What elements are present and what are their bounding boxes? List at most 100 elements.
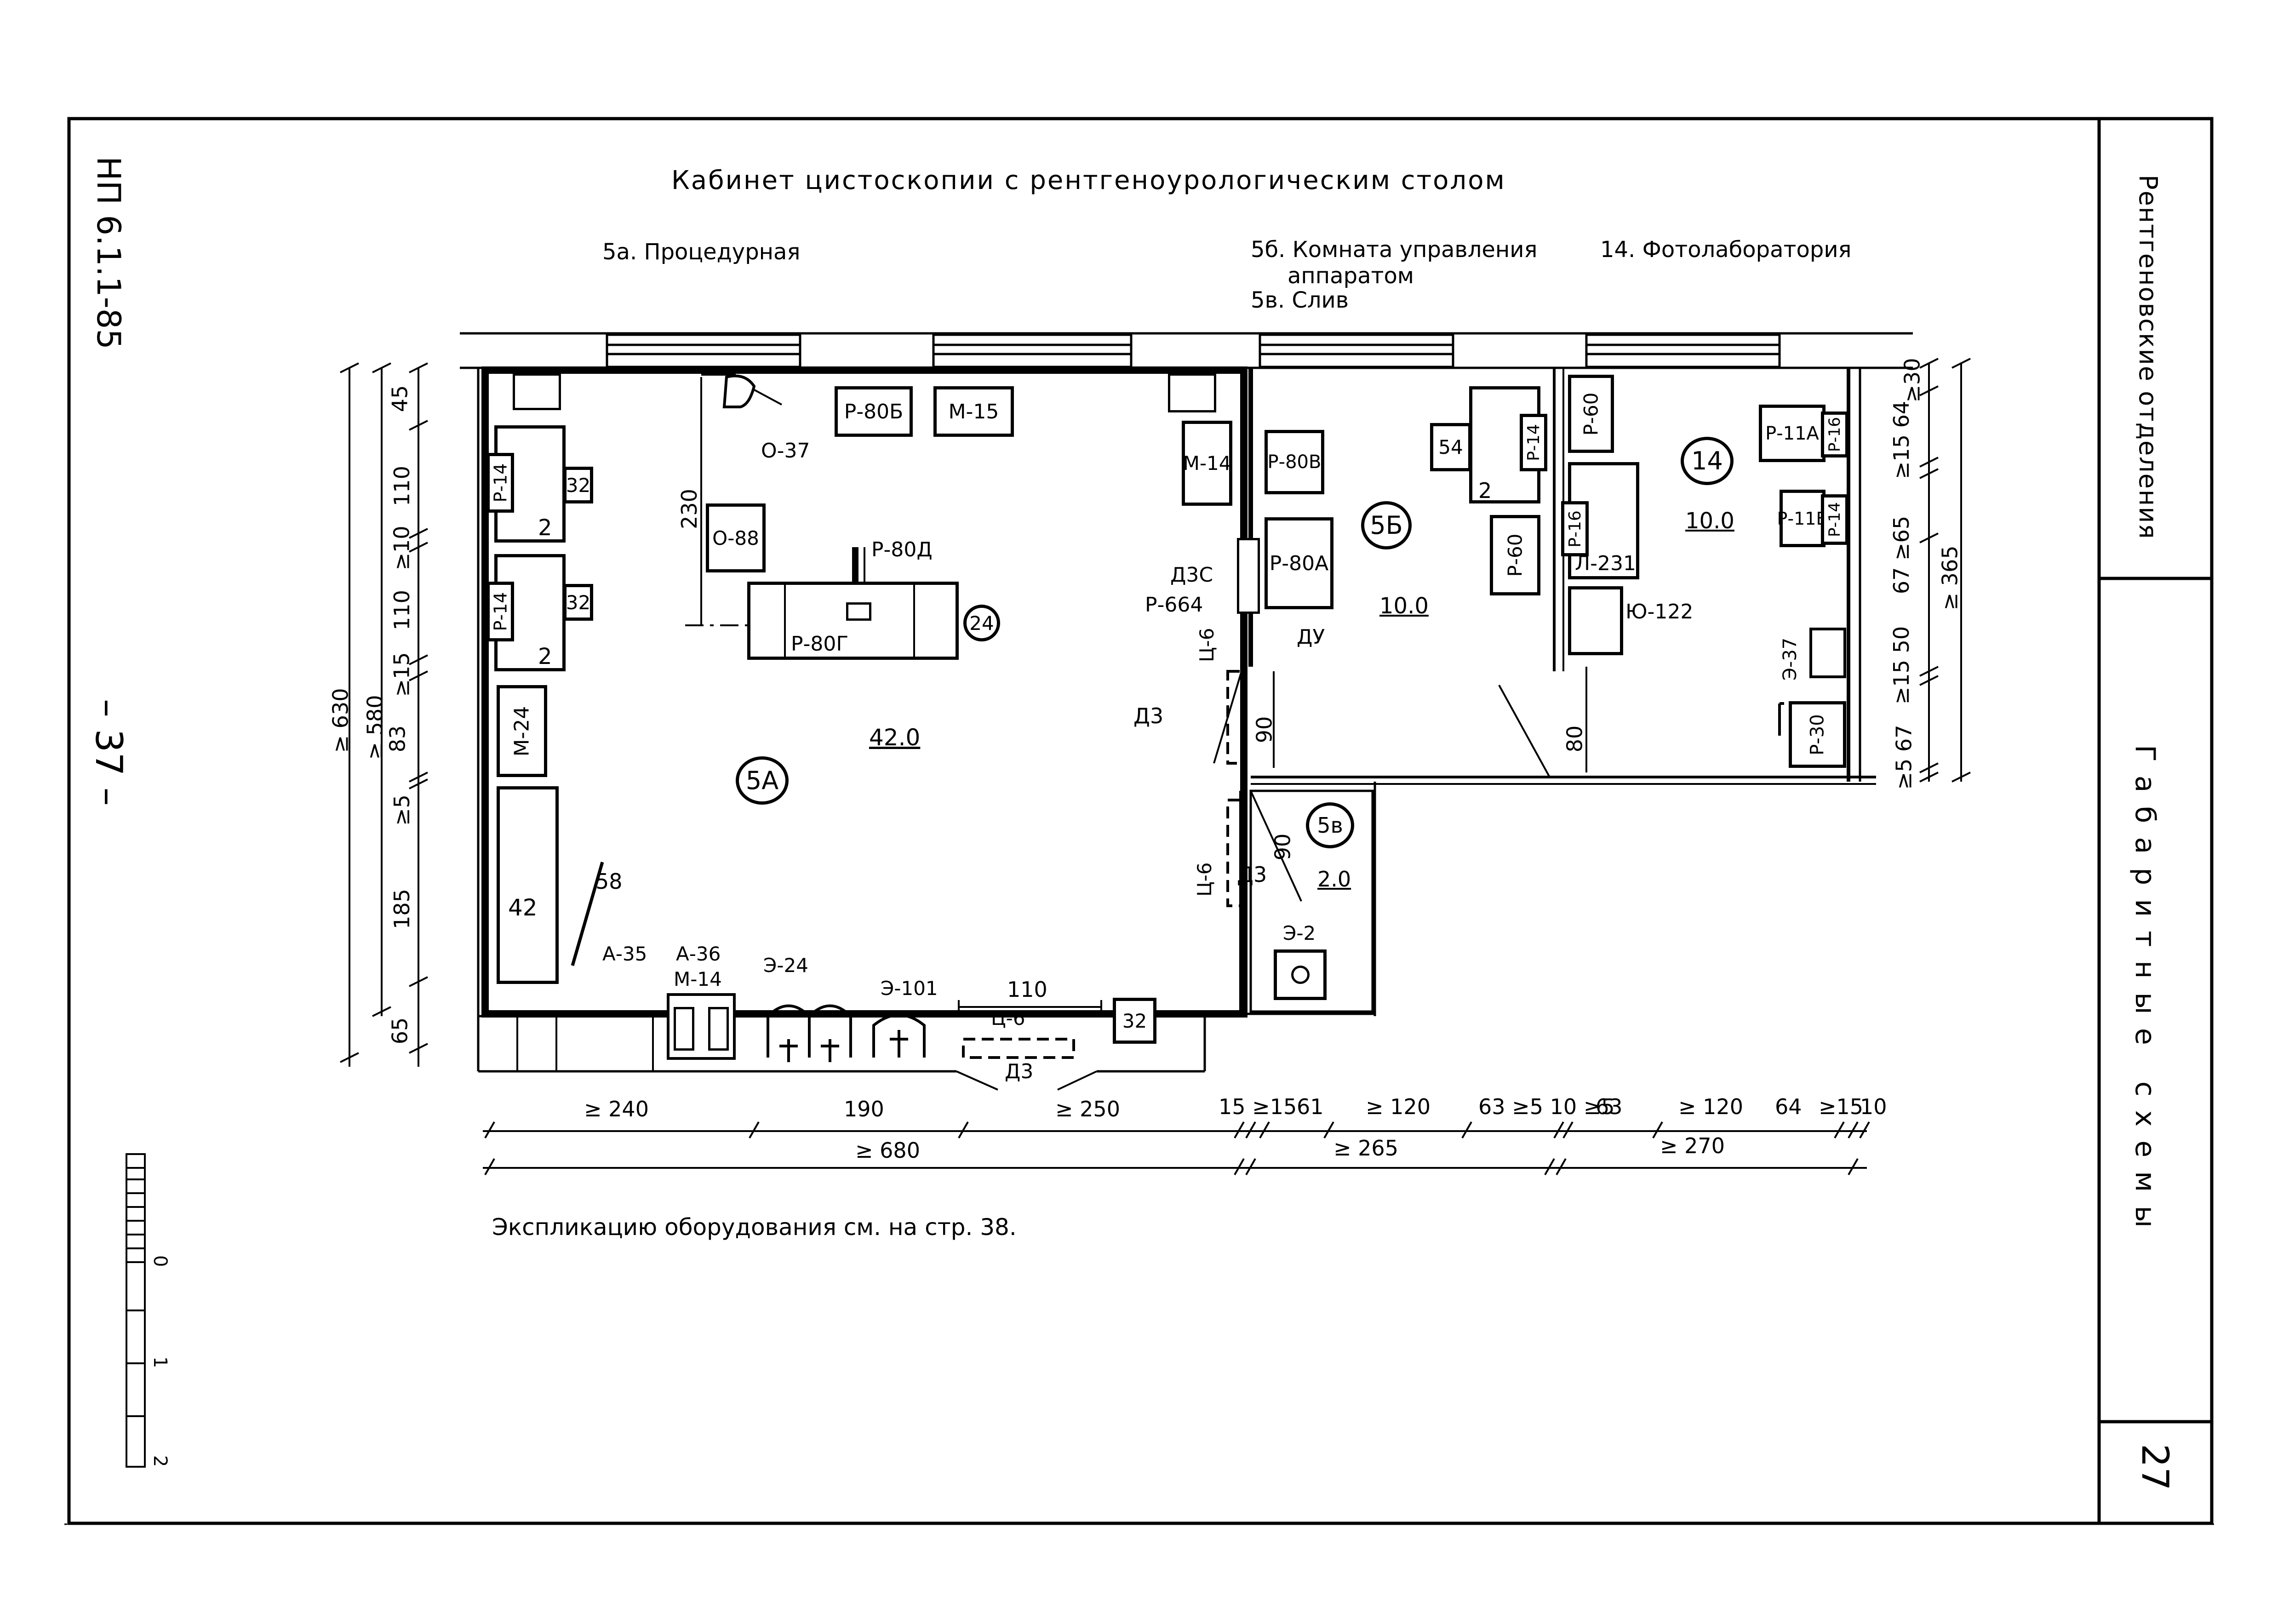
equip-a35-box bbox=[674, 1007, 694, 1051]
scale-label-1: 1 bbox=[149, 1356, 171, 1368]
dim-r365: ≥ 365 bbox=[1937, 545, 1963, 611]
equip-m24: М-24 bbox=[497, 685, 547, 777]
dim-r15-64: ≥15 64 bbox=[1889, 400, 1914, 480]
area-14: 10.0 bbox=[1685, 508, 1734, 534]
page-number: – 37 – bbox=[87, 699, 130, 806]
equip-p60-b-label: Р-60 bbox=[1579, 392, 1602, 435]
tag-5v: 5в bbox=[1306, 802, 1354, 848]
equip-o37: О-37 bbox=[761, 439, 810, 463]
equip-p30: Р-30 bbox=[1789, 701, 1846, 768]
equip-d3c-panel bbox=[1237, 538, 1260, 614]
dim-v15: ≥15 bbox=[389, 652, 414, 697]
tag-5b-label: 5Б bbox=[1370, 511, 1403, 540]
scale-label-0: 0 bbox=[149, 1255, 171, 1267]
equip-m15: М-15 bbox=[933, 386, 1014, 437]
dim-v80: 80 bbox=[1562, 725, 1587, 753]
equip-2-c: 2 bbox=[1478, 478, 1492, 503]
equip-2-b: 2 bbox=[538, 644, 552, 669]
dim-h110: 110 bbox=[1007, 977, 1047, 1002]
equip-p80g-handle bbox=[846, 602, 871, 621]
equip-c6-a: Ц-6 bbox=[991, 1007, 1025, 1029]
subsection-title: Габаритные схемы bbox=[2129, 745, 2161, 1241]
dim-h120a: ≥ 120 bbox=[1366, 1094, 1431, 1119]
legend-14: 14. Фотолаборатория bbox=[1600, 237, 1852, 263]
equip-p30-label: Р-30 bbox=[1807, 714, 1828, 755]
equip-32-a: 32 bbox=[563, 467, 593, 503]
legend-5a: 5а. Процедурная bbox=[602, 239, 801, 265]
dim-v230: 230 bbox=[676, 489, 702, 529]
equip-54-label: 54 bbox=[1438, 436, 1463, 458]
dim-h120b: ≥ 120 bbox=[1678, 1094, 1743, 1119]
equip-58: 58 bbox=[595, 869, 623, 894]
dim-h15b: ≥15 bbox=[1819, 1094, 1864, 1119]
dim-v90a: 90 bbox=[1252, 716, 1277, 743]
equip-p60-a: Р-60 bbox=[1490, 515, 1540, 595]
equip-32-b-label: 32 bbox=[566, 591, 591, 614]
equip-e2-sink bbox=[1274, 949, 1327, 1000]
dim-v630: ≥ 630 bbox=[328, 688, 353, 753]
equip-42: 42 bbox=[508, 894, 538, 921]
equip-p14-c: Р-14 bbox=[1520, 414, 1547, 471]
equip-p60-b: Р-60 bbox=[1568, 375, 1614, 453]
dim-h61: 61 bbox=[1297, 1094, 1324, 1119]
equip-2-a: 2 bbox=[538, 515, 552, 541]
equip-p14-c-label: Р-14 bbox=[1524, 424, 1543, 461]
equip-p14-a-label: Р-14 bbox=[490, 463, 511, 503]
sheet-number: 27 bbox=[2134, 1444, 2176, 1491]
corner-square-1 bbox=[513, 373, 561, 410]
dim-h63: 63 bbox=[1596, 1094, 1623, 1119]
equip-o88: О-88 bbox=[706, 503, 766, 572]
equip-c6-b: Ц-6 bbox=[1196, 628, 1218, 662]
tag-24-label: 24 bbox=[969, 612, 994, 635]
dim-h265: ≥ 265 bbox=[1333, 1136, 1398, 1161]
equip-o88-label: О-88 bbox=[712, 526, 759, 549]
equip-p80v-label: Р-80В bbox=[1267, 452, 1322, 473]
equip-p80g-inner bbox=[784, 582, 915, 660]
scale-label-2: 2 bbox=[149, 1455, 171, 1467]
equip-p14-d: Р-14 bbox=[1821, 494, 1848, 545]
equip-p80d: Р-80Д bbox=[871, 538, 933, 561]
equip-p80v: Р-80В bbox=[1265, 430, 1324, 494]
dim-v45: 45 bbox=[387, 385, 412, 412]
equip-p16-a-label: Р-16 bbox=[1565, 510, 1585, 548]
dim-v90b: 90 bbox=[1270, 833, 1295, 861]
dim-h63-5-10-5: 63 ≥5 10 ≥5 bbox=[1478, 1094, 1615, 1119]
equip-du: ДУ bbox=[1297, 625, 1325, 649]
equip-p80g: Р-80Г bbox=[791, 632, 849, 656]
equip-p16-a: Р-16 bbox=[1561, 501, 1589, 556]
sink-drain-icon bbox=[1291, 966, 1310, 984]
doc-code: НП 6.1.1-85 bbox=[90, 156, 127, 349]
legend-5b-line1: 5б. Комната управления bbox=[1251, 237, 1538, 263]
tag-5b: 5Б bbox=[1361, 501, 1412, 549]
equip-yu122 bbox=[1568, 586, 1623, 655]
tag-5a: 5А bbox=[736, 756, 789, 805]
equip-p16-b: Р-16 bbox=[1821, 412, 1848, 457]
equip-p11b: Р-11Б bbox=[1777, 490, 1828, 547]
equip-l231-label: Л-231 bbox=[1575, 552, 1636, 575]
dim-h270: ≥ 270 bbox=[1660, 1133, 1725, 1158]
tag-24: 24 bbox=[963, 605, 1000, 641]
drawing-title: Кабинет цистоскопии с рентгеноурологичес… bbox=[671, 166, 1506, 195]
tag-14-label: 14 bbox=[1691, 446, 1723, 475]
equip-d3-a: Д3 bbox=[1005, 1060, 1034, 1083]
area-5a: 42.0 bbox=[869, 724, 921, 751]
dim-h15-15: 15 ≥15 bbox=[1219, 1094, 1297, 1119]
equip-e37-box bbox=[1809, 628, 1846, 678]
equip-d3-b: Д3 bbox=[1133, 703, 1164, 728]
section-title: Рентгеновские отделения bbox=[2134, 175, 2163, 540]
dim-r30: ≥30 bbox=[1900, 358, 1925, 403]
corner-square-2 bbox=[1168, 373, 1216, 412]
tag-5a-label: 5А bbox=[745, 766, 779, 795]
equip-54: 54 bbox=[1430, 423, 1471, 471]
equip-m24-label: М-24 bbox=[510, 706, 534, 756]
equip-32-c: 32 bbox=[1113, 998, 1156, 1044]
equip-p664: Р-664 bbox=[1145, 593, 1203, 617]
equip-p14-b: Р-14 bbox=[486, 582, 514, 641]
dim-h680: ≥ 680 bbox=[855, 1138, 920, 1163]
dim-h190: 190 bbox=[844, 1097, 884, 1121]
equip-m14-b: М-14 bbox=[674, 968, 722, 990]
dim-v110a: 110 bbox=[389, 466, 414, 506]
dim-v10: ≥10 bbox=[389, 526, 414, 571]
dim-v110b: 110 bbox=[389, 590, 414, 630]
equip-p14-a: Р-14 bbox=[486, 453, 514, 513]
